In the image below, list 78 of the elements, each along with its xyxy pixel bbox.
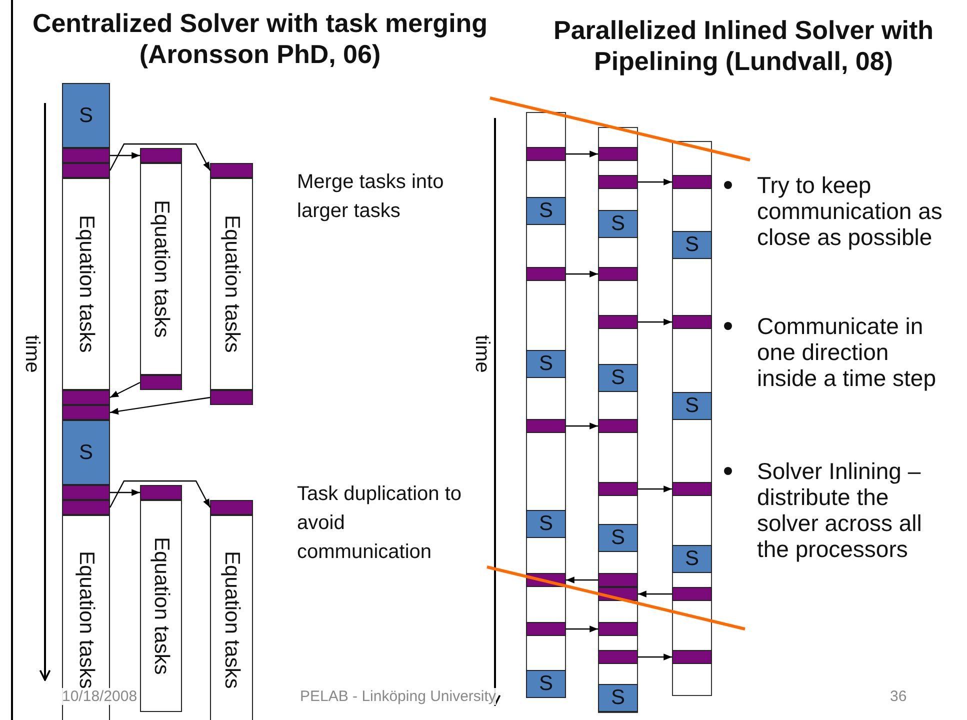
processor-column <box>526 112 566 698</box>
arrow <box>566 576 598 584</box>
processor-column <box>598 127 638 713</box>
bullet-point: Solver Inlining – distribute the solver across all the processors <box>722 458 952 562</box>
solver-block: S <box>672 392 712 420</box>
slide-heading: Parallelized Inlined Solver with Pipelining (Lundvall, 08) <box>552 15 934 77</box>
arrow <box>638 590 672 598</box>
arrow <box>109 143 211 171</box>
arrow <box>638 318 672 326</box>
solver-block: S <box>62 420 110 485</box>
communication-bar <box>598 147 638 161</box>
communication-bar <box>526 622 566 636</box>
bullet-point: Communicate in one direction inside a time step <box>722 313 952 391</box>
solver-block: S <box>526 670 566 698</box>
communication-bar <box>210 500 253 515</box>
arrow <box>566 626 598 632</box>
note-text: Task duplication to avoid communication <box>297 482 463 565</box>
footer-date: 10/18/2008 <box>62 688 138 705</box>
communication-bar <box>62 485 110 500</box>
communication-bar <box>598 419 638 433</box>
solver-block: S <box>598 684 638 712</box>
communication-bar <box>62 148 110 163</box>
slide-heading: Centralized Solver with task merging (Aronsson PhD, 06) <box>31 8 489 70</box>
task-block: Equation tasks <box>62 178 110 390</box>
communication-bar <box>598 482 638 496</box>
communication-bar <box>62 405 110 420</box>
task-block: Equation tasks <box>210 515 253 720</box>
communication-bar <box>210 163 253 178</box>
communication-bar <box>672 175 712 189</box>
communication-bar <box>598 315 638 329</box>
footer-text: PELAB - Linköping University <box>300 688 496 705</box>
arrow <box>638 654 672 660</box>
communication-bar <box>526 147 566 161</box>
arrow <box>566 422 598 430</box>
bullet-point: Try to keep communication as close as possible <box>722 172 952 250</box>
communication-bar <box>140 375 182 390</box>
arrow <box>110 152 140 159</box>
arrow <box>110 489 140 496</box>
arrow <box>638 486 672 492</box>
solver-block: S <box>62 83 110 148</box>
axis-label: time <box>20 335 43 373</box>
arrow <box>110 382 140 398</box>
communication-bar <box>526 267 566 281</box>
arrow <box>109 480 211 508</box>
arrow <box>566 150 598 158</box>
task-block: Equation tasks <box>210 178 253 390</box>
communication-bar <box>526 419 566 433</box>
arrow <box>638 178 672 186</box>
task-block: Equation tasks <box>140 163 182 375</box>
communication-bar <box>672 482 712 496</box>
communication-bar <box>598 267 638 281</box>
communication-bar <box>140 148 182 163</box>
solver-block: S <box>526 350 566 378</box>
communication-bar <box>140 485 182 500</box>
communication-bar <box>672 315 712 329</box>
task-block: Equation tasks <box>140 500 182 712</box>
communication-bar <box>62 390 110 405</box>
solver-block: S <box>526 197 566 225</box>
arrow <box>566 270 598 278</box>
communication-bar <box>672 587 712 601</box>
communication-bar <box>598 573 638 587</box>
communication-bar <box>598 622 638 636</box>
solver-block: S <box>672 545 712 573</box>
solver-block: S <box>598 210 638 238</box>
solver-block: S <box>598 524 638 552</box>
solver-block: S <box>598 364 638 392</box>
solver-block: S <box>526 510 566 538</box>
arrow <box>110 396 210 415</box>
note-text: Merge tasks into larger tasks <box>297 170 445 224</box>
communication-bar <box>672 650 712 664</box>
communication-bar <box>62 163 110 178</box>
communication-bar <box>598 650 638 664</box>
processor-column <box>672 141 712 696</box>
axis-label: time <box>470 335 493 373</box>
communication-bar <box>210 390 253 405</box>
communication-bar <box>598 175 638 189</box>
solver-block: S <box>672 231 712 259</box>
communication-bar <box>62 500 110 515</box>
